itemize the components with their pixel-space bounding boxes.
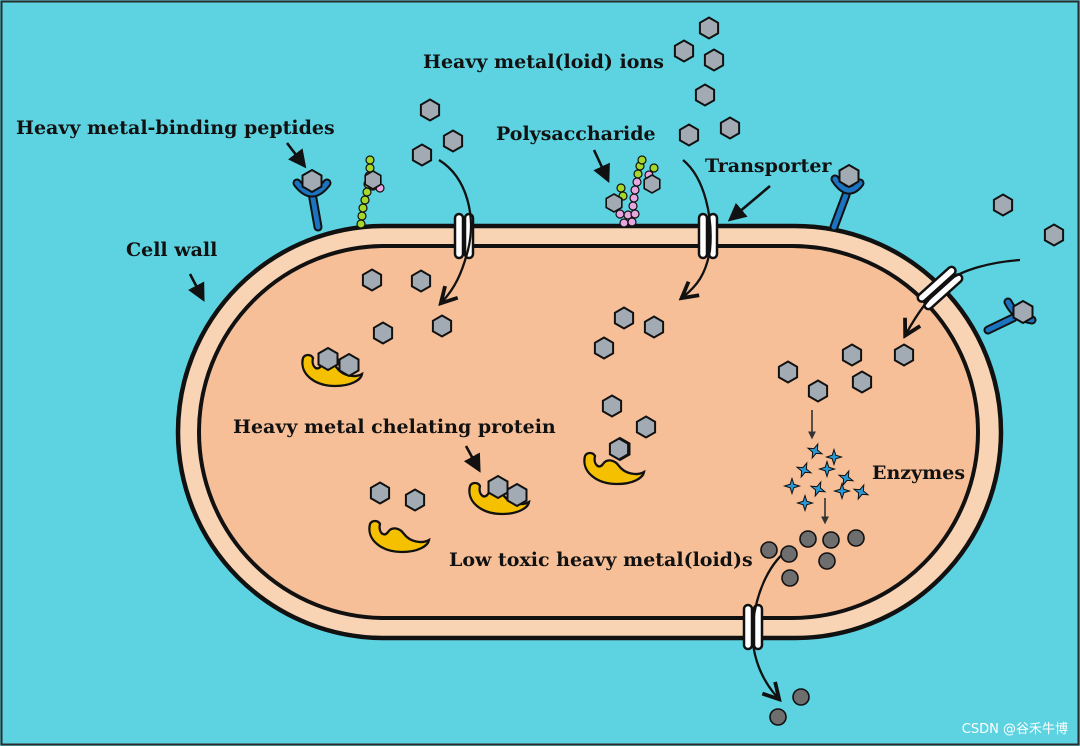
enzyme-star-icon <box>809 480 827 498</box>
hexagon-icon <box>719 116 741 140</box>
hexagon-icon <box>673 39 695 63</box>
watermark: CSDN @谷禾牛博 <box>962 722 1068 737</box>
chelating-protein-icon <box>468 474 531 516</box>
cytoplasm <box>197 244 980 620</box>
chelating-protein-icon <box>368 519 431 554</box>
pointer-arrow <box>592 149 610 183</box>
label-chelating-protein: Heavy metal chelating protein <box>233 416 556 438</box>
hexagon-icon <box>372 321 394 345</box>
hexagon-icon <box>694 83 716 107</box>
hexagon-icon <box>807 379 829 403</box>
label-cell-wall: Cell wall <box>126 239 217 261</box>
enzyme-star-icon <box>795 493 815 513</box>
reduced-metal-icon <box>792 688 810 706</box>
hexagon-icon <box>608 437 630 461</box>
bead-chain-icon <box>605 155 661 228</box>
hexagon-icon <box>643 315 665 339</box>
transporter-channel-icon <box>453 212 475 260</box>
hexagon-icon <box>369 481 391 505</box>
reduced-metal-group <box>760 529 865 726</box>
hexagon-icon <box>635 415 657 439</box>
hexagon-icon <box>893 343 915 367</box>
reduced-metal-icon <box>822 531 840 549</box>
hexagon-icon <box>410 269 432 293</box>
reduced-metal-icon <box>799 530 817 548</box>
uptake-arrow <box>906 258 1021 334</box>
hexagon-icon <box>851 370 873 394</box>
transporter-channel-icon <box>697 212 719 260</box>
binding-peptide-icon <box>829 163 865 232</box>
hexagon-icon <box>419 98 441 122</box>
enzyme-star-icon <box>806 442 824 460</box>
enzyme-star-icon <box>817 459 837 479</box>
enzyme-star-icon <box>795 461 813 479</box>
hexagon-icon <box>593 336 615 360</box>
transporter-channel-icon <box>916 265 964 311</box>
hexagon-icon <box>703 48 725 72</box>
hexagon-icon <box>992 193 1014 217</box>
reduced-metal-icon <box>781 569 799 587</box>
label-ions: Heavy metal(loid) ions <box>423 51 664 73</box>
hexagon-icon <box>404 488 426 512</box>
hexagon-icon <box>613 306 635 330</box>
hexagon-icon <box>431 314 453 338</box>
uptake-arrow <box>683 159 712 297</box>
label-low-toxic: Low toxic heavy metal(loid)s <box>449 549 753 571</box>
label-polysaccharide: Polysaccharide <box>496 123 656 145</box>
pointer-arrow <box>188 273 205 302</box>
hexagon-icon <box>601 394 623 418</box>
enzyme-star-icon <box>782 476 802 496</box>
reduced-metal-icon <box>760 541 778 559</box>
enzyme-star-icon <box>832 481 852 501</box>
reduced-metal-icon <box>769 708 787 726</box>
hexagon-icon <box>678 123 700 147</box>
enzyme-group <box>782 442 870 513</box>
label-transporter: Transporter <box>705 155 832 177</box>
hexagon-icon <box>777 360 799 384</box>
hexagon-icon <box>361 268 383 292</box>
hexagon-icon <box>698 16 720 40</box>
pointer-arrow <box>463 445 481 473</box>
efflux-arrow <box>751 547 791 698</box>
uptake-arrow <box>439 159 473 302</box>
bead-chain-icon <box>356 155 385 229</box>
enzyme-star-icon <box>852 483 870 501</box>
reduced-metal-icon <box>847 529 865 547</box>
pointer-arrow <box>727 185 771 222</box>
hexagon-icon <box>1043 223 1065 247</box>
pointer-arrow <box>285 142 307 169</box>
hexagon-icon <box>442 129 464 153</box>
label-enzymes: Enzymes <box>872 462 965 484</box>
hexagon-icon <box>411 143 433 167</box>
reduced-metal-icon <box>818 552 836 570</box>
reduced-metal-icon <box>780 545 798 563</box>
binding-peptide-icon <box>292 168 332 232</box>
enzyme-star-icon <box>837 469 855 487</box>
hexagon-icon <box>841 343 863 367</box>
ion-group <box>361 16 1065 512</box>
label-peptides: Heavy metal-binding peptides <box>16 117 335 139</box>
binding-peptide-icon <box>983 297 1037 335</box>
chelating-protein-icon <box>301 346 364 388</box>
enzyme-star-icon <box>824 447 844 467</box>
